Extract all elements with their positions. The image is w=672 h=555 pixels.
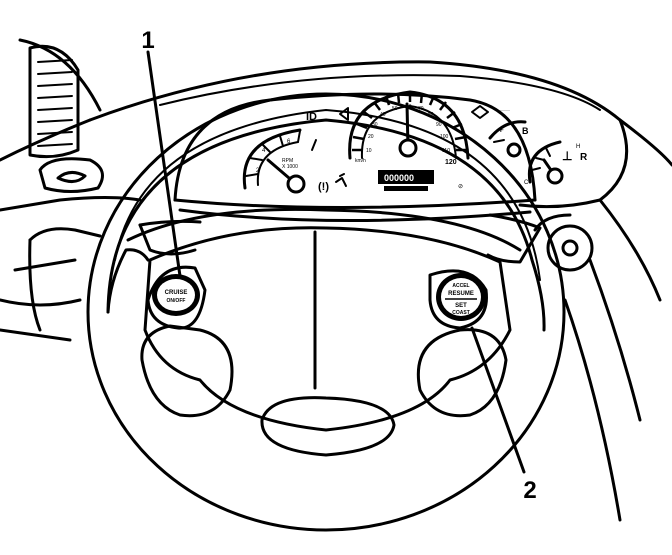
svg-text:30: 30	[372, 122, 378, 128]
resume-button-label-line2: RESUME	[448, 291, 474, 297]
resume-button-label-line1: ACCEL	[452, 283, 469, 289]
cruise-button-label-line1: CRUISE	[165, 290, 188, 296]
oil-indicator-icon	[335, 173, 347, 187]
temperature-gauge: C ⊥ R H	[524, 140, 588, 186]
steering-wheel	[86, 92, 566, 532]
svg-text:50: 50	[392, 106, 398, 112]
fuel-pump-icon: B	[522, 126, 529, 136]
right-turn-indicator-icon	[471, 105, 489, 119]
set-button-label-line3: SET	[455, 303, 467, 309]
dashboard-outline	[0, 38, 672, 522]
security-indicator-icon: ⊘	[458, 184, 463, 190]
svg-text:10: 10	[366, 148, 372, 154]
cruise-button-label-line2: ON/OFF	[167, 298, 186, 304]
svg-text:F: F	[500, 128, 504, 134]
battery-indicator-icon: (!)	[318, 181, 329, 193]
left-spoke-opening	[140, 324, 234, 418]
lamp-label: ·····	[500, 108, 510, 114]
svg-text:40: 40	[380, 112, 386, 118]
wheel-hub	[143, 226, 512, 432]
tach-label-line2: X 1000	[282, 164, 298, 170]
wheel-rim-inner	[106, 118, 546, 332]
tach-label-line1: RPM	[282, 158, 293, 164]
coolant-temp-icon: ⊥	[562, 149, 572, 163]
cruise-on-off-button[interactable]: CRUISE ON/OFF	[152, 274, 200, 316]
set-button-label-line4: COAST	[452, 310, 470, 316]
headlamp-indicator-icon: ID	[306, 111, 317, 123]
svg-text:km/h: km/h	[355, 158, 366, 164]
svg-text:100: 100	[440, 134, 449, 140]
left-small-vent	[38, 157, 104, 193]
svg-text:6: 6	[287, 139, 291, 145]
callout-1: 1	[141, 27, 182, 278]
instrument-cluster: ID ····· 4 6 2 RPM X 1000 (!)	[173, 90, 588, 223]
callout-1-number: 1	[141, 27, 154, 54]
svg-text:120: 120	[445, 159, 457, 166]
svg-text:C: C	[524, 180, 529, 186]
svg-text:H: H	[576, 144, 580, 150]
svg-text:20: 20	[368, 134, 374, 140]
left-air-vent	[28, 44, 80, 159]
headlamp-knob	[533, 213, 594, 272]
bottom-spoke-opening	[260, 396, 396, 457]
svg-text:90: 90	[436, 122, 442, 128]
fuel-gauge: F B	[488, 120, 529, 158]
tachometer: 4 6 2 RPM X 1000 (!)	[242, 128, 347, 194]
odometer-reading: 000000	[384, 173, 414, 183]
callout-2: 2	[470, 326, 537, 504]
right-spoke-opening	[416, 328, 508, 418]
callout-2-number: 2	[523, 477, 536, 504]
trip-button	[384, 186, 428, 191]
brake-indicator-icon	[311, 139, 317, 151]
svg-text:2: 2	[256, 168, 260, 174]
high-beam-icon: R	[580, 152, 588, 163]
svg-text:4: 4	[262, 148, 266, 154]
left-turn-indicator-icon	[339, 107, 349, 121]
resume-set-button[interactable]: ACCEL RESUME SET COAST	[436, 273, 486, 321]
svg-text:70: 70	[418, 106, 424, 112]
wheel-rim-outer	[86, 92, 566, 532]
odometer-display	[378, 170, 434, 184]
